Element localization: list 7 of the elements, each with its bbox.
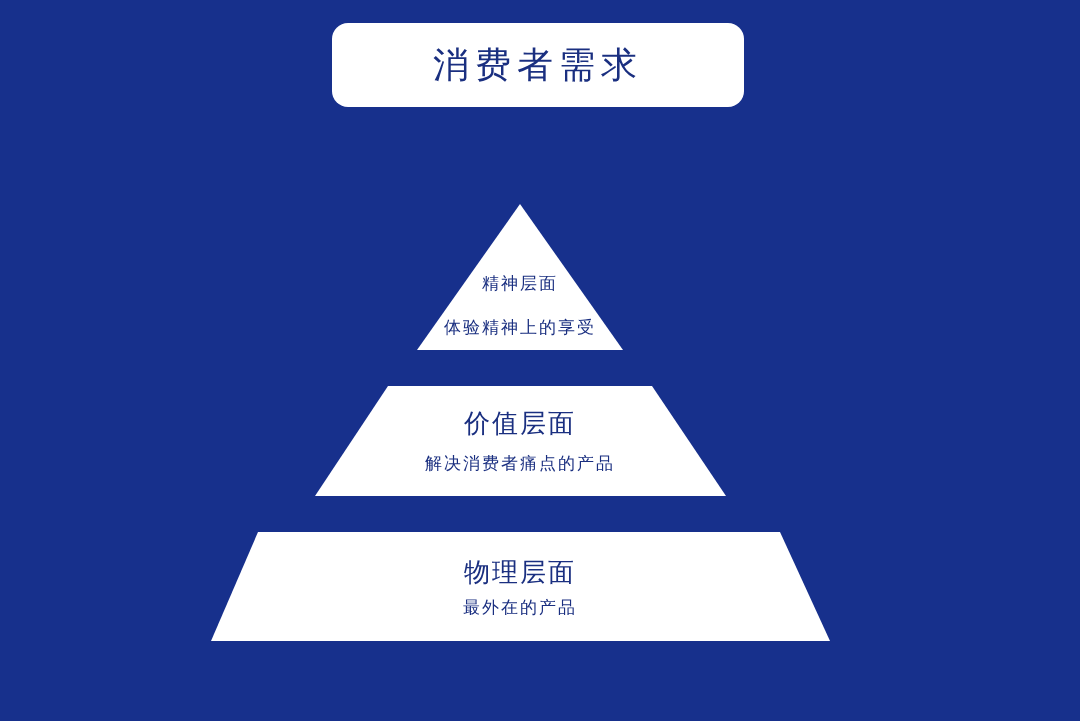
tier-description: 解决消费者痛点的产品: [425, 453, 615, 473]
tier-heading: 精神层面: [482, 273, 558, 293]
tier-heading: 价值层面: [464, 408, 576, 438]
title-box: 消费者需求: [332, 23, 744, 107]
tier-description: 最外在的产品: [463, 597, 577, 617]
tier-description: 体验精神上的享受: [444, 317, 596, 337]
tier-heading: 物理层面: [464, 557, 576, 587]
